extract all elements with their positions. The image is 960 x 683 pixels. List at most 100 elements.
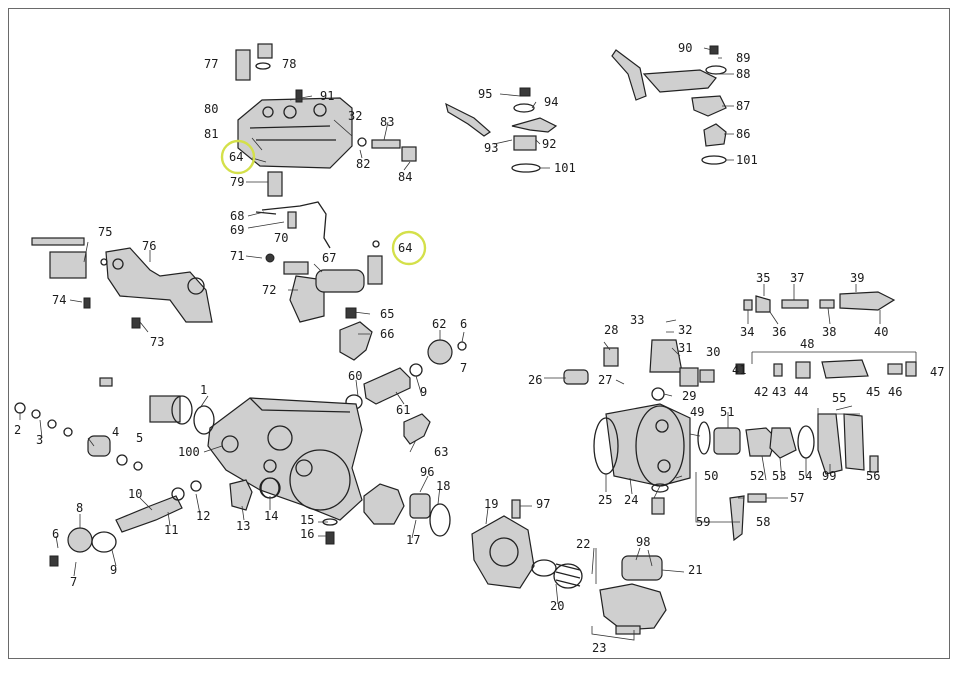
part-label: 83 — [380, 115, 394, 129]
distributor-head-assembly — [563, 339, 715, 515]
part-label: 13 — [236, 519, 250, 533]
part-label: 6 — [460, 317, 467, 331]
part-label: 101 — [736, 153, 758, 167]
part-label: 7 — [460, 361, 467, 375]
part-label: 56 — [866, 469, 880, 483]
plunger-and-valve-parts — [339, 307, 467, 445]
cam-plate-assembly — [363, 483, 667, 635]
part-label: 20 — [550, 599, 564, 613]
drive-shaft-parts — [14, 377, 215, 471]
part-label: 97 — [536, 497, 550, 511]
governor-lever-assembly — [255, 201, 383, 323]
part-label: 88 — [736, 67, 750, 81]
part-label: 1 — [200, 383, 207, 397]
part-label: 52 — [750, 469, 764, 483]
part-label: 61 — [396, 403, 410, 417]
part-label: 21 — [688, 563, 702, 577]
part-label: 32 — [348, 109, 362, 123]
lever-bracket-assembly — [31, 237, 213, 329]
part-label: 72 — [262, 283, 276, 297]
part-label: 39 — [850, 271, 864, 285]
part-label: 78 — [282, 57, 296, 71]
part-label: 82 — [356, 157, 370, 171]
part-label: 77 — [204, 57, 218, 71]
part-label: 6 — [52, 527, 59, 541]
throttle-linkage-parts — [445, 87, 558, 173]
part-label: 73 — [150, 335, 164, 349]
part-label: 74 — [52, 293, 66, 307]
part-label: 75 — [98, 225, 112, 239]
part-label: 38 — [822, 325, 836, 339]
part-label: 66 — [380, 327, 394, 341]
part-label: 37 — [790, 271, 804, 285]
part-label: 57 — [790, 491, 804, 505]
part-label: 36 — [772, 325, 786, 339]
part-label: 98 — [636, 535, 650, 549]
part-label: 44 — [794, 385, 808, 399]
part-label: 32 — [678, 323, 692, 337]
part-label: 25 — [598, 493, 612, 507]
part-label: 101 — [554, 161, 576, 175]
part-label: 11 — [164, 523, 178, 537]
part-label: 70 — [274, 231, 288, 245]
part-label: 95 — [478, 87, 492, 101]
part-label: 84 — [398, 170, 412, 184]
part-label: 64 — [229, 150, 243, 164]
part-label: 34 — [740, 325, 754, 339]
part-label: 22 — [576, 537, 590, 551]
part-label: 45 — [866, 385, 880, 399]
highlight-circle-64-middle — [391, 230, 427, 266]
part-label: 51 — [720, 405, 734, 419]
part-label: 94 — [544, 95, 558, 109]
part-label: 54 — [798, 469, 812, 483]
part-label: 91 — [320, 89, 334, 103]
part-label: 26 — [528, 373, 542, 387]
part-label: 40 — [874, 325, 888, 339]
part-label: 10 — [128, 487, 142, 501]
part-label: 28 — [604, 323, 618, 337]
part-label: 8 — [76, 501, 83, 515]
part-label: 89 — [736, 51, 750, 65]
part-label: 92 — [542, 137, 556, 151]
part-label: 87 — [736, 99, 750, 113]
part-label: 68 — [230, 209, 244, 223]
delivery-valve-parts — [735, 291, 917, 379]
part-label: 53 — [772, 469, 786, 483]
solenoid-and-cover-parts — [697, 413, 879, 542]
part-label: 41 — [732, 363, 746, 377]
leader-lines — [19, 47, 917, 641]
part-label: 2 — [14, 423, 21, 437]
part-label: 58 — [756, 515, 770, 529]
part-label: 59 — [696, 515, 710, 529]
part-label: 9 — [420, 385, 427, 399]
part-label: 79 — [230, 175, 244, 189]
part-label: 19 — [484, 497, 498, 511]
part-label: 18 — [436, 479, 450, 493]
part-label: 29 — [682, 389, 696, 403]
part-label: 80 — [204, 102, 218, 116]
part-label: 63 — [434, 445, 448, 459]
part-label: 15 — [300, 513, 314, 527]
part-label: 90 — [678, 41, 692, 55]
part-label: 64 — [398, 241, 412, 255]
part-label: 48 — [800, 337, 814, 351]
part-label: 27 — [598, 373, 612, 387]
stop-lever-parts — [611, 45, 727, 165]
part-label: 69 — [230, 223, 244, 237]
part-label: 76 — [142, 239, 156, 253]
part-label: 86 — [736, 127, 750, 141]
part-label: 31 — [678, 341, 692, 355]
part-label: 96 — [420, 465, 434, 479]
part-label: 93 — [484, 141, 498, 155]
highlight-circle-64-top — [220, 139, 256, 175]
part-label: 5 — [136, 431, 143, 445]
part-label: 24 — [624, 493, 638, 507]
governor-cover-assembly — [235, 43, 417, 197]
part-label: 23 — [592, 641, 606, 655]
part-label: 47 — [930, 365, 944, 379]
part-label: 30 — [706, 345, 720, 359]
part-label: 50 — [704, 469, 718, 483]
part-label: 7 — [70, 575, 77, 589]
highlight-circles — [220, 139, 427, 266]
